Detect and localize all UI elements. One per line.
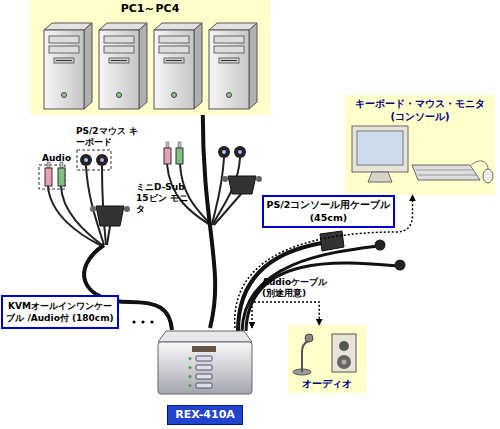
console-cable xyxy=(238,243,398,331)
dashed-bracket xyxy=(39,165,65,189)
cable-label-box: PS/2コンソール用ケーブル (45cm) xyxy=(262,195,395,228)
cable-wires xyxy=(48,166,110,245)
device-node: REX-410A xyxy=(155,328,255,427)
edge-label: Audioケーブル (別途用意) xyxy=(262,277,340,299)
ps2-plug xyxy=(375,240,406,271)
ellipsis-dots xyxy=(132,320,153,323)
connector-label: PS/2マウス キーボード xyxy=(76,126,140,148)
node-text: オーディオ xyxy=(302,377,352,390)
pc-group-box: PC1～PC4 xyxy=(30,0,270,115)
ps2-plug xyxy=(218,146,246,158)
node-text: キーボード・マウス・モニタ (コンソール) xyxy=(347,97,493,123)
kvm-cable xyxy=(203,115,215,328)
vga-plug xyxy=(90,206,130,226)
node-text: KVMオールインワンケーブル /Audio付 (180cm) xyxy=(5,300,115,324)
connector-label: ミニD-Sub 15ピン モニタ xyxy=(136,182,188,215)
ps2-plug xyxy=(80,154,108,166)
dotted-arrow xyxy=(235,195,413,328)
node-text: PC1～PC4 xyxy=(121,2,180,16)
cable-label-box: KVMオールインワンケーブル /Audio付 (180cm) xyxy=(1,295,119,329)
console-box: キーボード・マウス・モニタ (コンソール) xyxy=(345,95,495,195)
kvm-switch xyxy=(158,331,252,394)
vga-plug xyxy=(222,176,262,194)
device-name-tag: REX-410A xyxy=(167,405,243,425)
vga-plug xyxy=(320,231,344,251)
audio-plug xyxy=(45,162,65,186)
node-text: PS/2コンソール用ケーブル (45cm) xyxy=(266,199,391,224)
audio-plug xyxy=(164,142,183,164)
dashed-bracket xyxy=(77,150,111,170)
connector-label: Audio xyxy=(42,153,82,164)
audio-box: オーディオ xyxy=(288,325,366,393)
